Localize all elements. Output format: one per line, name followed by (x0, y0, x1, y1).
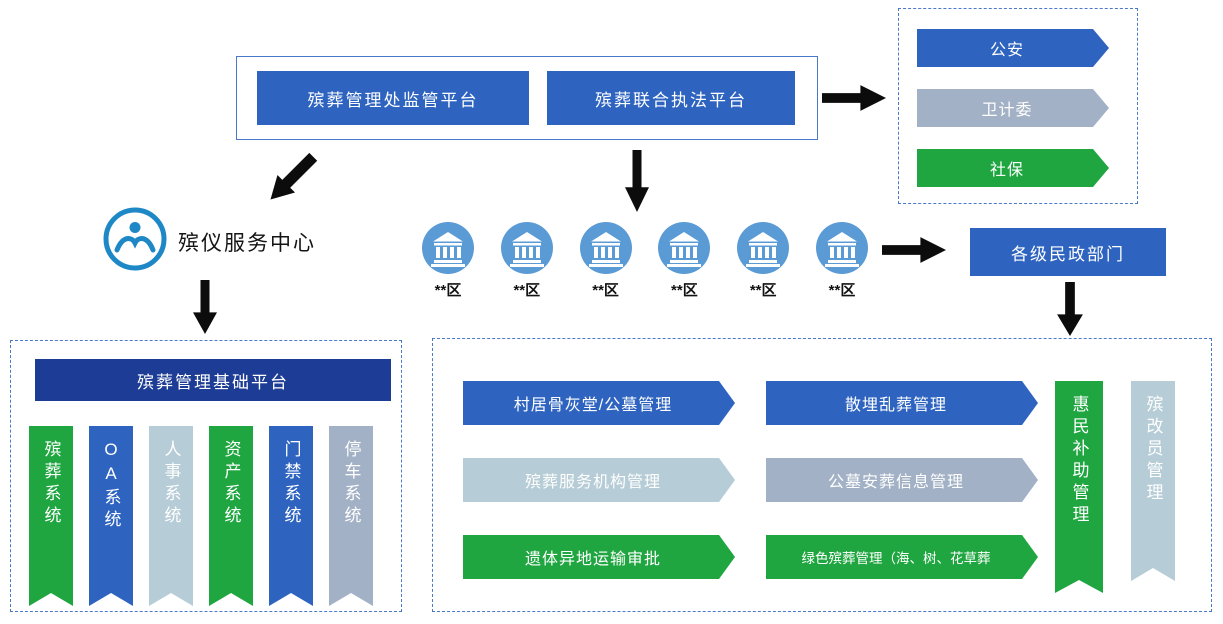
modules-frame: 村居骨灰堂/公墓管理 殡葬服务机构管理 遗体异地运输审批 散埋乱葬管理 公墓安葬… (432, 338, 1212, 612)
district-item: **区 (491, 222, 563, 300)
joint-enforcement-platform-box: 殡葬联合执法平台 (547, 71, 795, 125)
banner-health-commission: 卫计委 (917, 89, 1109, 127)
public-security-label: 公安 (989, 42, 1024, 59)
banner-columbarium-cemetery-mgmt: 村居骨灰堂/公墓管理 (463, 381, 735, 425)
districts-row: **区 **区 **区 **区 **区 **区 (412, 222, 878, 300)
banner-green-burial-mgmt: 绿色殡葬管理（海、树、花草葬 (766, 535, 1038, 579)
scattered-burial-mgmt-label: 散埋乱葬管理 (844, 397, 947, 414)
parking-system-label: 停车系统 (341, 440, 361, 528)
green-burial-mgmt-label: 绿色殡葬管理（海、树、花草葬 (801, 551, 991, 566)
district-item: **区 (412, 222, 484, 300)
ribbon-funeral-system: 殡葬系统 (29, 426, 73, 606)
service-center-icon (102, 206, 168, 272)
district-label: **区 (671, 282, 698, 299)
ribbon-access-control-system: 门禁系统 (269, 426, 313, 606)
district-label: **区 (749, 282, 777, 299)
agencies-frame: 公安 卫计委 社保 (898, 8, 1138, 204)
arrow-down-to-modules-icon (1056, 282, 1084, 336)
district-label: **区 (513, 282, 541, 299)
funeral-service-org-mgmt-label: 殡葬服务机构管理 (524, 474, 661, 491)
cemetery-burial-info-mgmt-label: 公墓安葬信息管理 (827, 474, 964, 491)
arrow-right-to-civil-affairs-icon (882, 236, 946, 264)
banner-social-security: 社保 (917, 149, 1109, 187)
district-label: **区 (592, 282, 619, 299)
bank-building-icon (500, 222, 553, 274)
banner-public-security: 公安 (917, 29, 1109, 67)
arrow-down-to-districts-icon (624, 150, 650, 212)
district-item: **区 (727, 222, 799, 300)
ribbon-oa-system: OA系统 (89, 426, 133, 606)
district-item: **区 (806, 222, 878, 300)
ribbon-parking-system: 停车系统 (329, 426, 373, 606)
hr-system-label: 人事系统 (161, 440, 181, 528)
district-item: **区 (570, 222, 642, 300)
joint-enforcement-platform-label: 殡葬联合执法平台 (595, 90, 747, 110)
banner-cemetery-burial-info-mgmt: 公墓安葬信息管理 (766, 458, 1038, 502)
arrow-right-to-agencies-icon (822, 84, 886, 112)
civil-affairs-box: 各级民政部门 (970, 228, 1166, 276)
district-label: **区 (434, 282, 462, 299)
bank-building-icon (737, 222, 790, 274)
asset-system-label: 资产系统 (221, 440, 241, 528)
social-security-label: 社保 (989, 162, 1024, 179)
arrow-down-to-base-platform-icon (192, 280, 218, 334)
bank-building-icon (658, 222, 711, 274)
ribbon-subsidy-mgmt: 惠民补助管理 (1055, 381, 1103, 593)
subsidy-mgmt-label: 惠民补助管理 (1069, 395, 1089, 527)
arrow-diagonal-to-service-center-icon (266, 150, 320, 204)
base-platform-title-bar: 殡葬管理基础平台 (35, 359, 391, 401)
bank-building-icon (422, 222, 474, 274)
base-platform-title: 殡葬管理基础平台 (137, 372, 289, 392)
health-commission-label: 卫计委 (981, 102, 1033, 119)
service-center-label: 殡仪服务中心 (178, 232, 316, 255)
ribbon-asset-system: 资产系统 (209, 426, 253, 606)
reform-officer-mgmt-label: 殡改员管理 (1143, 395, 1163, 505)
oa-system-label: OA系统 (101, 440, 121, 532)
supervision-platform-box: 殡葬管理处监管平台 (257, 71, 529, 125)
ribbon-hr-system: 人事系统 (149, 426, 193, 606)
bank-building-icon (579, 222, 632, 274)
columbarium-cemetery-mgmt-label: 村居骨灰堂/公墓管理 (513, 397, 673, 414)
banner-scattered-burial-mgmt: 散埋乱葬管理 (766, 381, 1038, 425)
banner-remains-transport-approval: 遗体异地运输审批 (463, 535, 735, 579)
supervision-platform-label: 殡葬管理处监管平台 (307, 90, 479, 110)
ribbon-reform-officer-mgmt: 殡改员管理 (1131, 381, 1175, 581)
funeral-system-label: 殡葬系统 (41, 440, 61, 528)
remains-transport-approval-label: 遗体异地运输审批 (524, 551, 661, 568)
civil-affairs-label: 各级民政部门 (1011, 244, 1125, 264)
top-platforms-frame: 殡葬管理处监管平台 殡葬联合执法平台 (236, 56, 818, 140)
base-platform-frame: 殡葬管理基础平台 殡葬系统 OA系统 人事系统 资产系统 门禁系统 停车系统 (10, 340, 402, 612)
bank-building-icon (815, 222, 868, 274)
district-label: **区 (828, 282, 856, 299)
district-item: **区 (648, 222, 720, 300)
banner-funeral-service-org-mgmt: 殡葬服务机构管理 (463, 458, 735, 502)
access-control-system-label: 门禁系统 (281, 440, 301, 528)
